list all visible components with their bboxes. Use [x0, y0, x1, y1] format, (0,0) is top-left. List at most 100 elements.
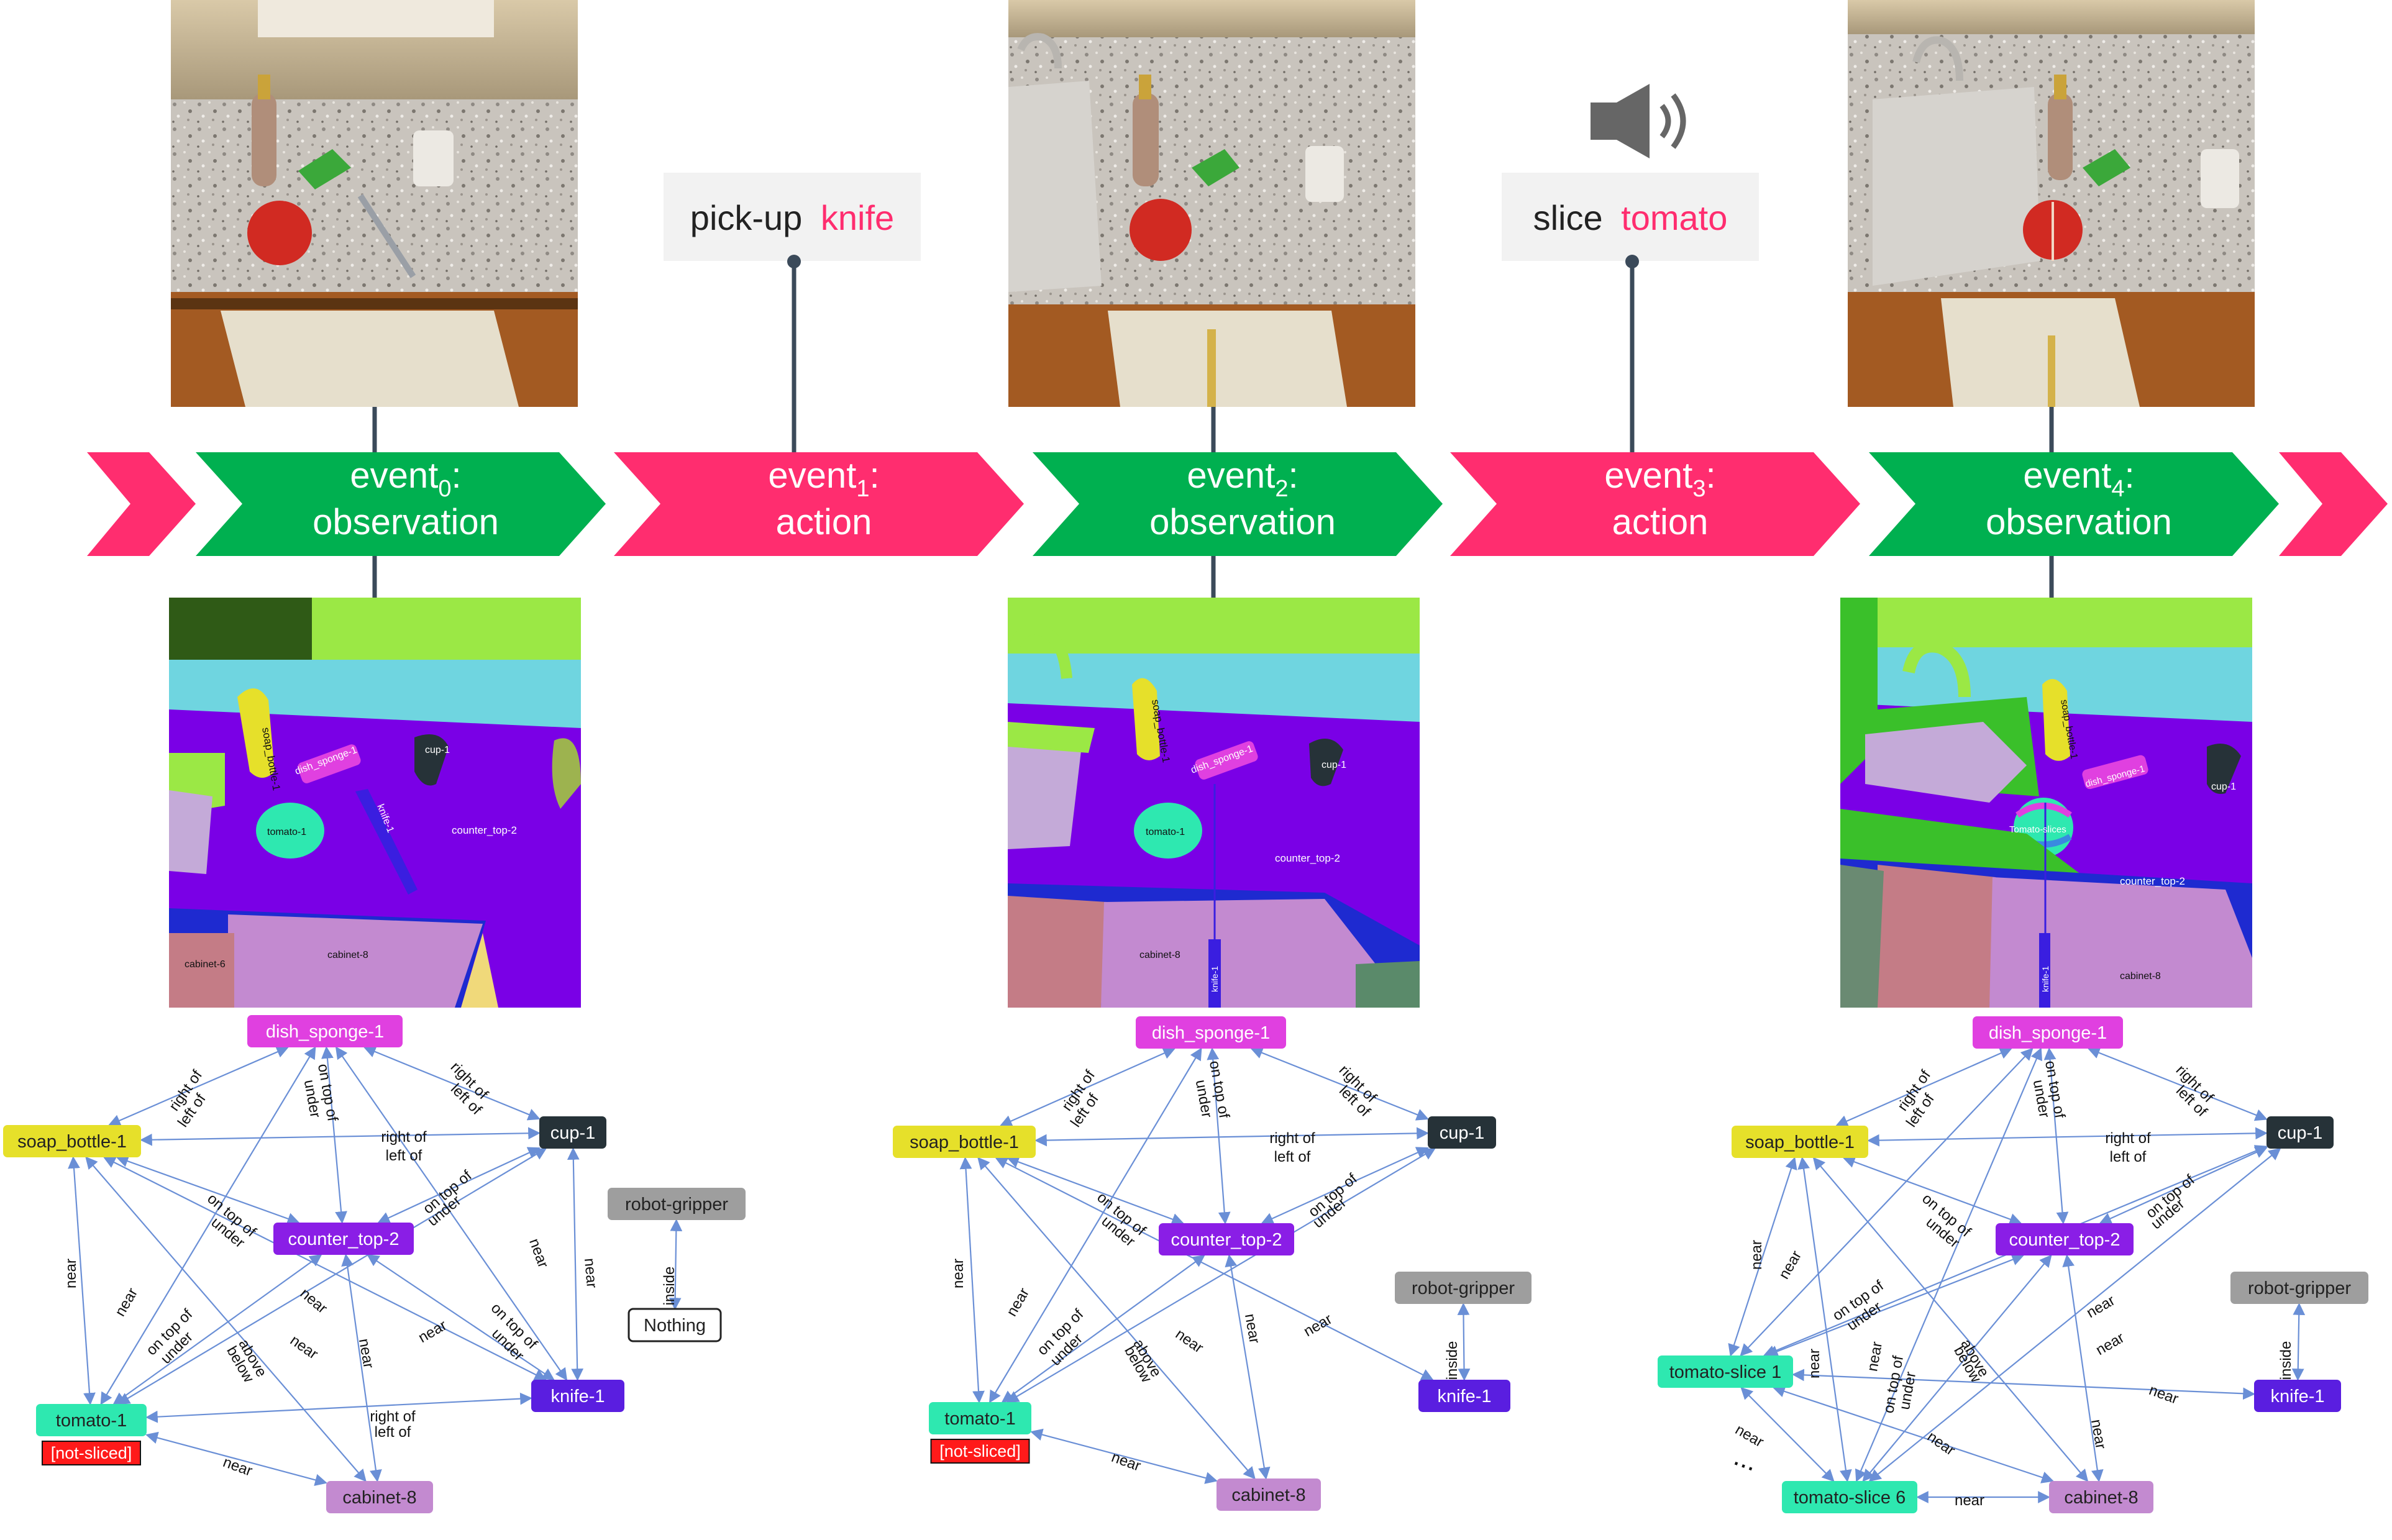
node-soap_bottle-1: soap_bottle-1 [1732, 1126, 1868, 1158]
node-box [1395, 1272, 1532, 1304]
observation-photo-2 [1008, 0, 1415, 407]
event-chevron-2: event2:observation [1033, 452, 1443, 556]
node-nothing: Nothing [628, 1308, 722, 1342]
timeline-start-chevron [87, 452, 196, 556]
graph-edge [1867, 1127, 2268, 1147]
timeline-end-chevron [2279, 452, 2388, 556]
event-chevron-0: event0:observation [196, 452, 606, 556]
state-tag-not-sliced: [not-sliced] [930, 1439, 1030, 1464]
event-colon: : [1288, 455, 1298, 496]
graph-edges [1728, 1047, 2306, 1503]
graph-edge [1792, 1369, 2255, 1400]
event-name: event [2023, 455, 2111, 496]
event-index: 2 [1275, 476, 1288, 502]
event-index: 0 [438, 476, 451, 502]
edge-label: near [355, 1337, 377, 1370]
edge-label: near [526, 1236, 552, 1270]
node-box [628, 1308, 722, 1342]
event-chevron-1: event1:action [614, 452, 1024, 556]
graph-edge [363, 1046, 541, 1121]
node-counter_top-2: counter_top-2 [273, 1223, 414, 1255]
node-label: robot-gripper [1412, 1278, 1515, 1298]
event-title: event1: [768, 455, 879, 502]
chevron-shape [196, 452, 606, 556]
seg-label: cabinet-8 [1139, 950, 1180, 960]
edge-label: near [1776, 1248, 1805, 1282]
node-cup-1: cup-1 [2266, 1116, 2334, 1149]
node-box [608, 1188, 746, 1220]
edge-label: near [1955, 1492, 1984, 1509]
chevron-shape [1033, 452, 1443, 556]
node-label: knife-1 [1437, 1387, 1491, 1406]
node-box [3, 1125, 141, 1157]
graph-edge [1034, 1127, 1429, 1147]
graph-edge [959, 1157, 985, 1403]
event-chevron-4: event4:observation [1869, 452, 2279, 556]
edge-label: near [1748, 1240, 1765, 1270]
node-label: cabinet-8 [1231, 1485, 1305, 1505]
graph-edge [1250, 1047, 1429, 1121]
ellipsis: ... [1730, 1441, 1762, 1477]
edge-label: near [287, 1332, 321, 1363]
seg-label: cup-1 [425, 745, 450, 755]
event-chevron-3: event3:action [1450, 452, 1860, 556]
node-dish_sponge-1: dish_sponge-1 [247, 1015, 403, 1047]
event-kind: action [1612, 502, 1709, 542]
graph-edge [1225, 1254, 1271, 1480]
node-knife-1: knife-1 [2254, 1380, 2341, 1412]
seg-label: cabinet-8 [2120, 971, 2161, 982]
state-tag-label: [not-sliced] [939, 1442, 1021, 1460]
node-box [2230, 1272, 2368, 1304]
node-label: cabinet-8 [2064, 1488, 2138, 1508]
seg-label: counter_top-2 [1275, 852, 1340, 864]
edge-label: near [221, 1454, 254, 1480]
state-tag-box [42, 1441, 141, 1465]
node-box [1658, 1355, 1793, 1388]
graph-edge [1457, 1303, 1471, 1381]
node-box [1973, 1016, 2123, 1049]
edge-label: near [1864, 1341, 1886, 1373]
node-label: tomato-slice 1 [1669, 1362, 1782, 1382]
graph-edge [116, 1155, 300, 1225]
seg-label: counter_top-2 [2120, 875, 2185, 887]
graph-edge [1007, 1155, 1184, 1226]
edge-label: left of [375, 1424, 411, 1441]
event-name: event [1604, 455, 1692, 496]
edge-label: left of [386, 1147, 422, 1164]
node-box [2254, 1380, 2341, 1412]
node-box [531, 1380, 624, 1412]
node-box [247, 1015, 403, 1047]
node-label: counter_top-2 [2009, 1230, 2120, 1250]
segmentation-map-0: soap_bottle-1 dish_sponge-1 cup-1 tomato… [169, 598, 581, 1008]
chevron-shape [1869, 452, 2279, 556]
edge-label: near [581, 1257, 600, 1288]
event-title: event3: [1604, 455, 1715, 502]
event-name: event [768, 455, 856, 496]
segmentation-map-2: soap_bottle-1 dish_sponge-1 cup-1 tomato… [1008, 598, 1420, 1008]
event-index: 1 [856, 476, 869, 502]
graph-edge [145, 1392, 532, 1423]
seg-label: counter_top-2 [452, 824, 517, 836]
action-object: tomato [1621, 198, 1727, 237]
edge-label: near [2147, 1382, 2180, 1408]
event-colon: : [869, 455, 879, 496]
speaker-icon [1591, 84, 1686, 158]
node-soap_bottle-1: soap_bottle-1 [893, 1126, 1036, 1158]
timeline-stems [372, 407, 2054, 599]
graph-edge [1812, 1157, 2089, 1482]
node-dish_sponge-1: dish_sponge-1 [1136, 1016, 1286, 1049]
node-label: tomato-1 [56, 1411, 127, 1431]
chevron-shape [614, 452, 1024, 556]
graph-edge [1006, 1147, 1436, 1403]
action-verb: pick-up [690, 198, 803, 237]
node-robot-gripper: robot-gripper [608, 1188, 746, 1220]
node-label: robot-gripper [625, 1195, 728, 1214]
event-colon: : [451, 455, 461, 496]
edge-label: inside [2278, 1341, 2294, 1380]
svg-text:slice tomato: slice tomato [1533, 198, 1728, 237]
edge-label: near [1109, 1449, 1143, 1475]
graph-edge [1765, 1254, 2025, 1357]
